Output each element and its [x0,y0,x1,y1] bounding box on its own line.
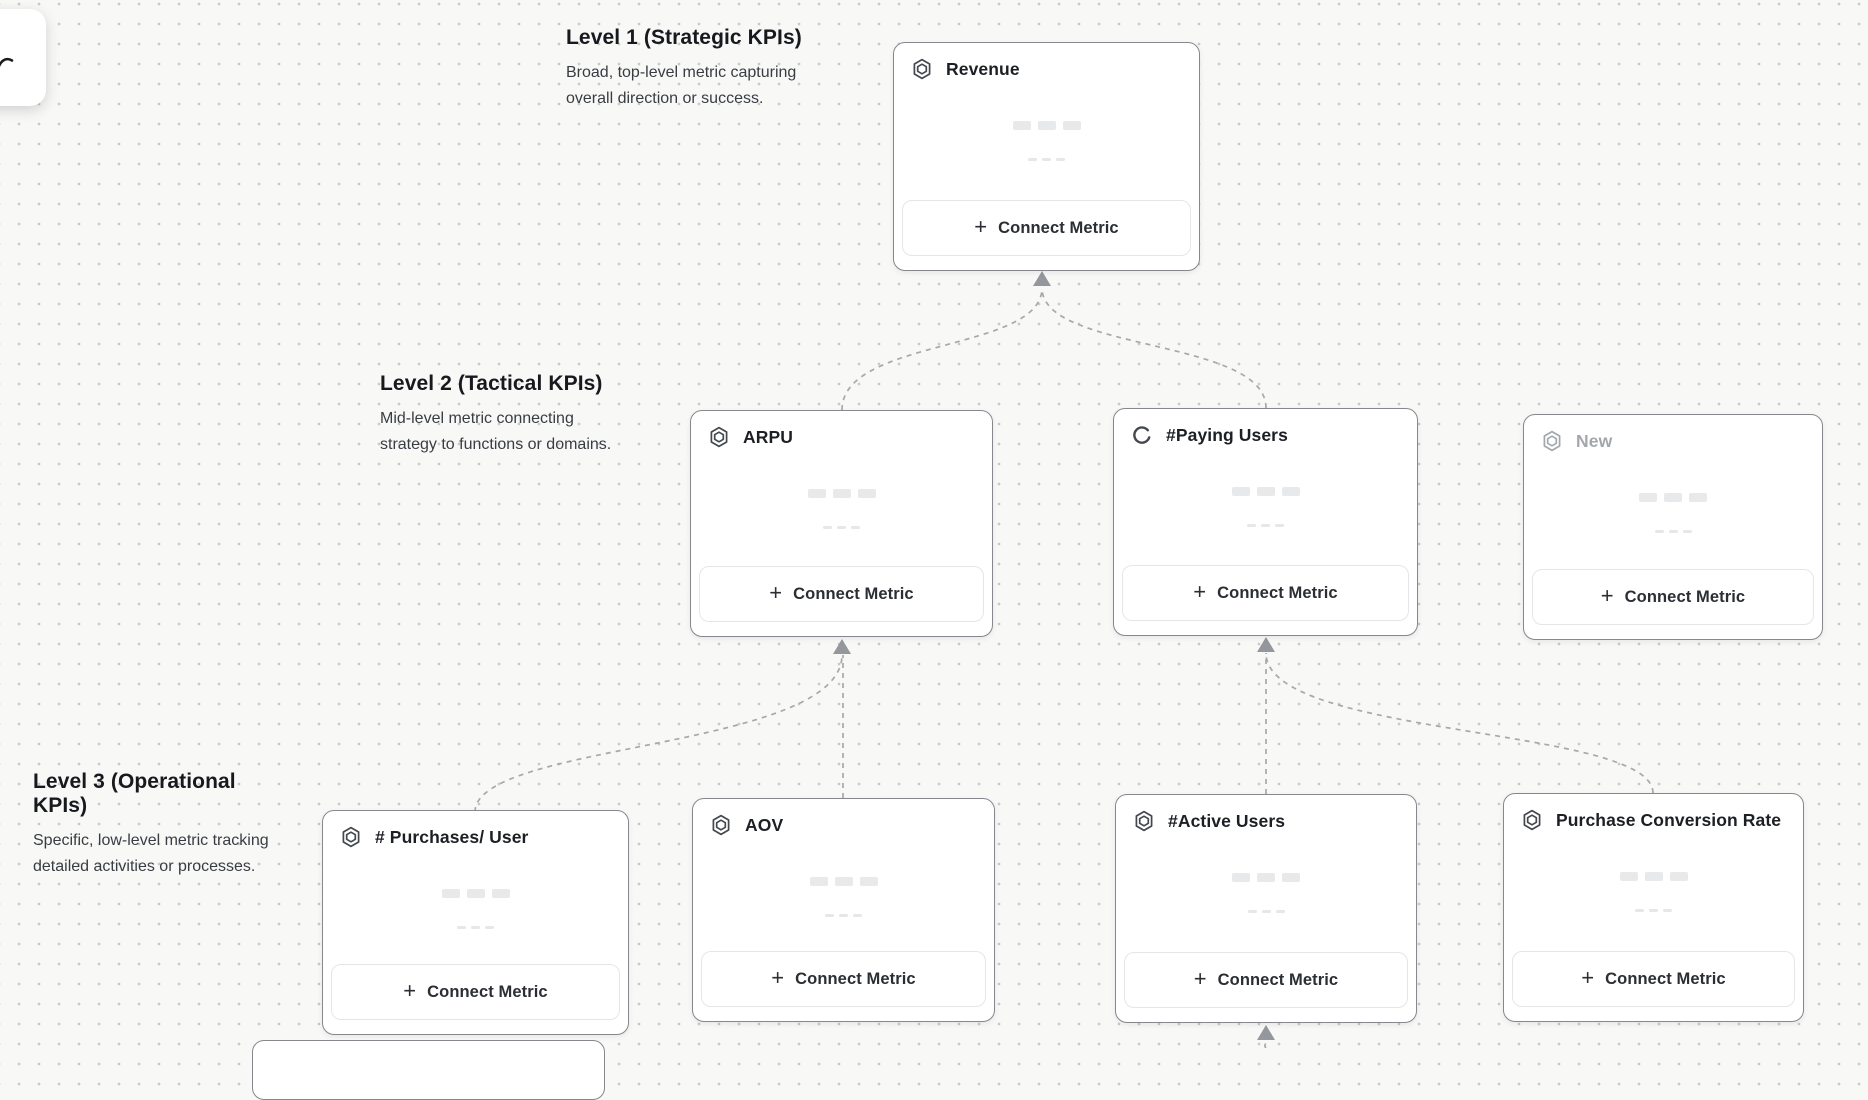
plus-icon: + [769,580,783,605]
level-1-title: Level 1 (Strategic KPIs) [566,26,802,49]
connect-metric-button[interactable]: + Connect Metric [331,964,620,1020]
connector-layer [474,271,1654,1048]
metric-skeleton-preview [894,121,1199,161]
card-header: ARPU [708,426,793,448]
connect-metric-label: Connect Metric [795,969,916,988]
arrowhead-revenue [1033,271,1051,286]
metric-hexagon-icon [1543,430,1561,452]
plus-icon: + [1193,579,1207,604]
connect-metric-label: Connect Metric [793,584,914,603]
card-header: # Purchases/ User [340,826,528,848]
metric-card-active-users[interactable]: #Active Users + Connect Metric [1115,794,1417,1023]
edge-arpu-to-revenue [841,287,1043,411]
edge-pcr-to-payingusers [1265,652,1654,794]
metric-skeleton-preview [1114,487,1417,527]
plus-icon: + [974,214,988,239]
connect-metric-label: Connect Metric [1217,583,1338,602]
level-3-label: Level 3 (Operational KPIs) Specific, low… [33,770,285,880]
connect-metric-button[interactable]: + Connect Metric [701,951,986,1007]
level-1-label: Level 1 (Strategic KPIs) Broad, top-leve… [566,26,816,112]
metric-hexagon-icon [342,826,360,848]
metric-hexagon-icon [913,58,931,80]
plus-icon: + [403,978,417,1003]
metric-skeleton-preview [1524,493,1822,533]
metric-title: Purchase Conversion Rate [1556,809,1782,830]
level-3-description: Specific, low-level metric tracking deta… [33,832,269,875]
metric-card-new[interactable]: New + Connect Metric [1523,414,1823,640]
metric-card-aov[interactable]: AOV + Connect Metric [692,798,995,1022]
arrowhead-activeusers [1257,1025,1275,1040]
arrowhead-payingusers [1257,637,1275,652]
metric-skeleton-preview [1116,873,1416,913]
card-header: #Active Users [1133,810,1285,832]
card-header: AOV [710,814,783,836]
level-2-description: Mid-level metric connecting strategy to … [380,410,612,453]
metric-skeleton-preview [323,889,628,929]
floating-toolbar-partial[interactable] [0,9,46,106]
card-header: #Paying Users [1131,424,1288,446]
metric-title: # Purchases/ User [375,826,529,847]
metric-skeleton-preview [691,489,992,529]
level-2-title: Level 2 (Tactical KPIs) [380,372,603,395]
metric-title: AOV [745,814,784,835]
metric-hexagon-icon [1135,810,1153,832]
loading-spinner-icon [1133,426,1151,444]
level-3-title: Level 3 (Operational KPIs) [33,770,236,817]
metric-card-purchase-conversion-rate[interactable]: Purchase Conversion Rate + Connect Metri… [1503,793,1804,1022]
connect-metric-button[interactable]: + Connect Metric [1124,952,1408,1008]
metric-hexagon-icon [1523,809,1541,831]
plus-icon: + [1193,966,1207,991]
metric-skeleton-preview [693,877,994,917]
metric-skeleton-preview [1504,872,1803,912]
arrowhead-arpu [833,639,851,654]
plus-icon: + [1581,965,1595,990]
connect-metric-button[interactable]: + Connect Metric [699,566,984,622]
cursor-tool-icon [0,57,14,67]
plus-icon: + [1600,583,1614,608]
level-2-label: Level 2 (Tactical KPIs) Mid-level metric… [380,372,620,458]
connect-metric-label: Connect Metric [1624,587,1746,606]
connect-metric-label: Connect Metric [1605,969,1726,988]
metric-title: #Active Users [1168,810,1286,831]
metric-title: #Paying Users [1166,424,1288,445]
metric-card-arpu[interactable]: ARPU + Connect Metric [690,410,993,637]
connect-metric-label: Connect Metric [998,218,1119,237]
connect-metric-label: Connect Metric [1217,970,1339,989]
connect-metric-label: Connect Metric [427,982,548,1001]
edge-purchases-to-arpu [474,654,843,813]
metric-card-partial-offscreen[interactable] [252,1040,605,1100]
connect-metric-button[interactable]: + Connect Metric [902,200,1191,256]
plus-icon: + [771,965,785,990]
metric-card-purchases-per-user[interactable]: # Purchases/ User + Connect Metric [322,810,629,1035]
metric-hexagon-icon [712,814,730,836]
connect-metric-button[interactable]: + Connect Metric [1532,569,1814,625]
card-header: Purchase Conversion Rate [1521,809,1781,831]
card-header: Revenue [911,58,1020,80]
level-1-description: Broad, top-level metric capturing overal… [566,64,797,107]
metric-card-paying-users[interactable]: #Paying Users + Connect Metric [1113,408,1418,636]
card-header: New [1541,430,1612,452]
metric-hexagon-icon [710,426,728,448]
connect-metric-button[interactable]: + Connect Metric [1512,951,1795,1007]
metric-title: New [1576,430,1613,451]
metric-title: Revenue [946,58,1020,79]
edge-payingusers-to-revenue [1041,287,1267,409]
connect-metric-button[interactable]: + Connect Metric [1122,565,1409,621]
metric-card-revenue[interactable]: Revenue + Connect Metric [893,42,1200,271]
metric-title: ARPU [743,426,793,447]
